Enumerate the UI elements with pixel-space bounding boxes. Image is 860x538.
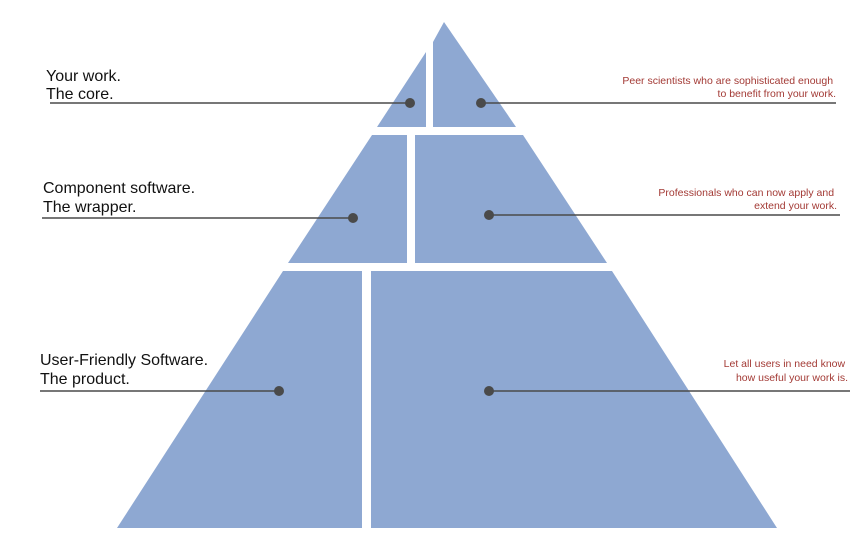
- tier-core: [377, 22, 516, 127]
- core-left-label-line1: Your work.: [46, 68, 121, 85]
- core-right-label-line2: to benefit from your work.: [718, 88, 836, 100]
- product-left-label-line2: The product.: [40, 371, 130, 388]
- product-right-label-line1: Let all users in need know: [724, 358, 846, 370]
- wrapper-left-label-line1: Component software.: [43, 180, 195, 197]
- tier-wrapper: [288, 135, 607, 263]
- product-left-label-line1: User-Friendly Software.: [40, 352, 208, 369]
- tier-product: [117, 271, 777, 528]
- core-left-block: [377, 52, 426, 127]
- product-right-block: [371, 271, 777, 528]
- right-labels: Peer scientists who are sophisticated en…: [622, 75, 848, 384]
- product-right-label: Let all users in need know how useful yo…: [724, 358, 848, 384]
- left-labels: Your work. The core. Component software.…: [40, 68, 213, 388]
- wrapper-left-label-line2: The wrapper.: [43, 199, 136, 216]
- product-left-label: User-Friendly Software. The product.: [40, 352, 213, 388]
- wrapper-left-block: [288, 135, 407, 263]
- core-right-dot: [476, 98, 486, 108]
- core-left-label-line2: The core.: [46, 86, 114, 103]
- wrapper-right-label-line2: extend your work.: [754, 200, 837, 212]
- wrapper-right-block: [415, 135, 607, 263]
- product-left-dot: [274, 386, 284, 396]
- leaders: [40, 98, 850, 396]
- wrapper-right-label-line1: Professionals who can now apply and: [658, 187, 834, 199]
- core-right-label: Peer scientists who are sophisticated en…: [622, 75, 836, 100]
- core-left-dot: [405, 98, 415, 108]
- core-right-block: [433, 22, 516, 127]
- core-right-label-line1: Peer scientists who are sophisticated en…: [622, 75, 833, 87]
- product-left-block: [117, 271, 362, 528]
- core-left-label: Your work. The core.: [46, 68, 125, 103]
- product-right-label-line2: how useful your work is.: [736, 372, 848, 384]
- wrapper-left-dot: [348, 213, 358, 223]
- wrapper-right-dot: [484, 210, 494, 220]
- product-right-dot: [484, 386, 494, 396]
- wrapper-left-label: Component software. The wrapper.: [43, 180, 200, 216]
- wrapper-right-label: Professionals who can now apply and exte…: [658, 187, 837, 212]
